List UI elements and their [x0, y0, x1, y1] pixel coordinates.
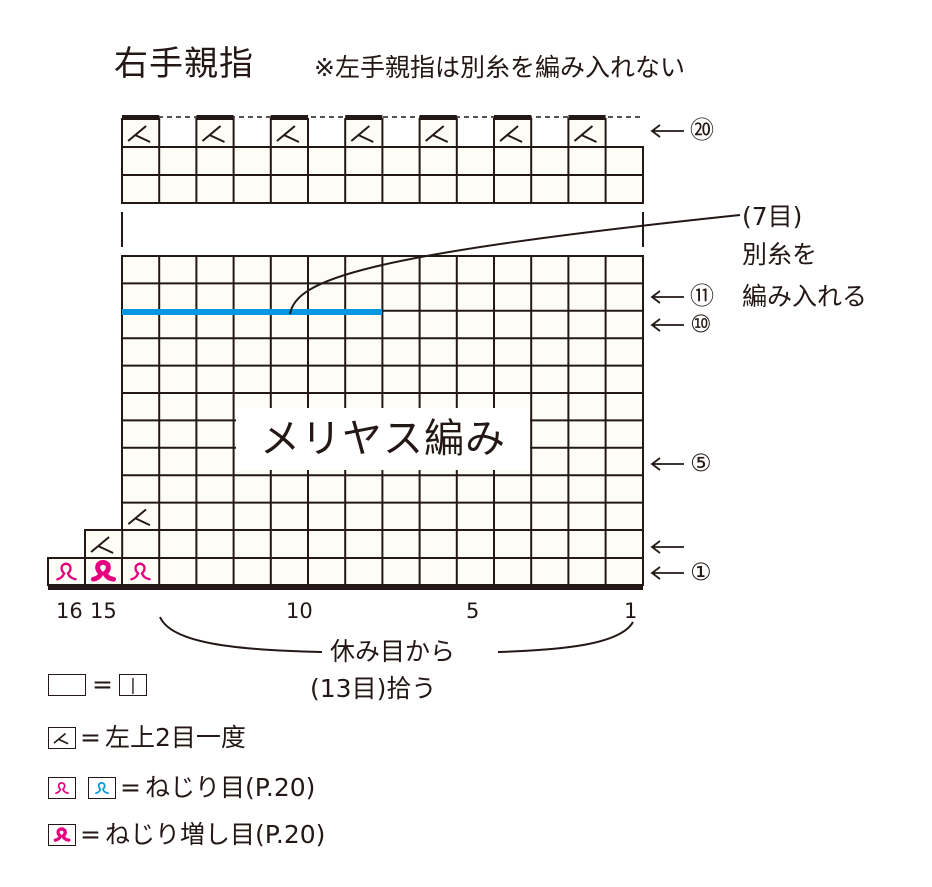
pickup-bracket-right — [497, 621, 634, 653]
row-arrows — [650, 124, 684, 580]
row-label-10: ⑩ — [690, 310, 712, 338]
twist-pink-icon — [48, 777, 76, 799]
col-number-5: 5 — [466, 599, 480, 623]
col-number-1: 1 — [624, 599, 638, 623]
waste-yarn-leader-line — [289, 214, 741, 315]
row-20-decreases — [121, 115, 607, 148]
stockinette-label: メリヤス編み — [236, 408, 530, 470]
waste-yarn-note-line3: 編み入れる — [742, 282, 868, 311]
legend-twisted-stitch-label: ねじり目(P.20) — [144, 773, 316, 802]
waste-yarn-count: (7目) — [742, 202, 803, 231]
waste-yarn-note-line2: 別糸を — [742, 240, 818, 269]
row-label-1: ① — [690, 558, 712, 586]
twist-increase-icon — [48, 824, 76, 846]
lower-grid-section — [47, 214, 741, 590]
legend-twisted-increase: = ねじり増し目(P.20) — [48, 820, 325, 850]
legend-k2tog-label: 左上2目一度 — [104, 723, 246, 752]
row-label-11: ⑪ — [690, 282, 714, 310]
legend-twisted-increase-label: ねじり増し目(P.20) — [104, 820, 326, 849]
row-label-20: ⑳ — [690, 116, 714, 144]
legend-twisted-stitch: = ねじり目(P.20) — [48, 773, 315, 803]
chart-title: 右手親指 — [114, 44, 254, 84]
row-label-5: ⑤ — [690, 449, 712, 477]
pickup-edge-line — [48, 585, 643, 590]
twist-blue-icon — [88, 777, 116, 799]
pickup-bracket-left — [159, 616, 323, 653]
upper-grid-section — [121, 115, 644, 204]
knit-symbol-icon — [48, 674, 86, 696]
legend-k2tog: = 左上2目一度 — [48, 723, 246, 753]
legend-knit: = | — [48, 670, 147, 700]
pickup-note-line1: 休み目から — [330, 637, 456, 666]
knit-bar-icon: | — [118, 674, 147, 696]
pickup-note-line2: (13目)拾う — [310, 674, 437, 703]
col-number-10: 10 — [286, 599, 313, 623]
k2tog-symbol-icon — [48, 727, 76, 749]
chart-subtitle-note: ※左手親指は別糸を編み入れない — [314, 53, 685, 82]
col-number-16: 16 — [56, 599, 83, 623]
waste-yarn-line — [122, 309, 382, 315]
col-number-15: 15 — [90, 599, 117, 623]
